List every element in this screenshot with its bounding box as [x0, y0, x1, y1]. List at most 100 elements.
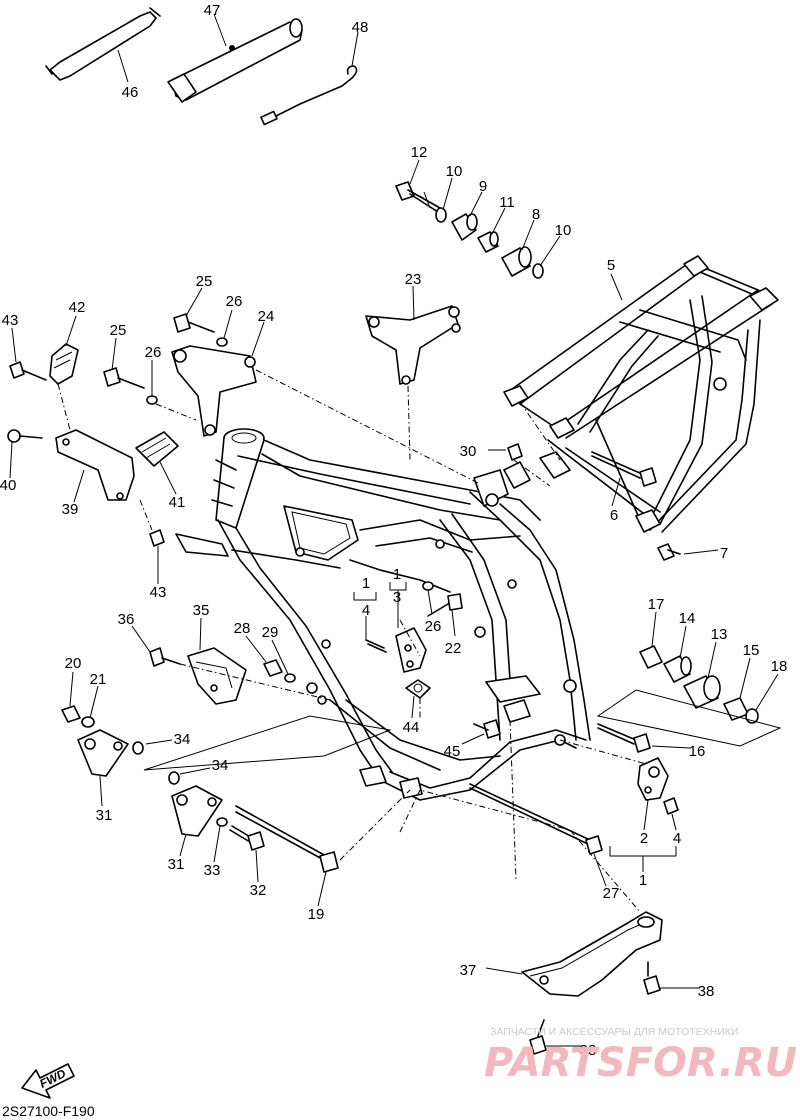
bracket-44	[405, 679, 431, 720]
fwd-arrow-icon: FWD	[21, 1063, 75, 1099]
bracket-2	[637, 757, 669, 831]
bolt-4b	[663, 797, 679, 831]
callout-c36: 36	[118, 611, 135, 628]
bolt-45	[461, 719, 501, 745]
callout-c27: 27	[603, 885, 620, 902]
callout-c9: 9	[479, 178, 487, 195]
callout-c26b: 26	[145, 344, 162, 361]
nut-17	[639, 611, 663, 669]
callout-c48: 48	[352, 19, 369, 36]
main-frame	[175, 428, 591, 801]
bolt-40	[7, 429, 43, 479]
footrest-rubber-41	[135, 431, 179, 495]
callout-c13: 13	[711, 626, 728, 643]
callout-c1b: 1	[393, 566, 401, 583]
skid-plate-37	[399, 789, 663, 997]
callout-c16: 16	[689, 743, 706, 760]
callout-c26c: 26	[425, 618, 442, 635]
bolt-43a	[9, 327, 47, 381]
washer-21	[81, 716, 95, 728]
callout-c10b: 10	[555, 222, 572, 239]
bolt-12	[395, 159, 441, 213]
callout-c47: 47	[204, 2, 221, 19]
callout-c39: 39	[62, 501, 79, 518]
callout-bracket-1	[609, 846, 677, 872]
callout-c18: 18	[771, 658, 788, 675]
callout-c30: 30	[460, 443, 477, 460]
callout-c10a: 10	[446, 163, 463, 180]
collar-14	[663, 625, 692, 683]
callout-c20: 20	[65, 655, 82, 672]
callout-c5: 5	[607, 257, 615, 274]
callout-c15: 15	[743, 642, 760, 659]
callout-c35: 35	[193, 602, 210, 619]
bolt-43b	[139, 499, 165, 584]
callout-c17: 17	[648, 596, 665, 613]
plate-31a	[77, 729, 129, 807]
bolt-38b	[529, 1019, 582, 1055]
collar-34b	[168, 767, 211, 785]
collar-9	[451, 191, 483, 241]
tool-wrench-46	[45, 7, 161, 83]
bracket-23	[365, 285, 461, 461]
bolt-7	[657, 543, 719, 561]
washer-33	[216, 817, 228, 827]
callout-c19: 19	[308, 906, 325, 923]
plate-31b	[171, 785, 223, 857]
bushing-8	[501, 219, 535, 277]
rear-subframe-5	[503, 255, 779, 533]
callout-c38a: 38	[698, 983, 715, 1000]
bushing-13	[683, 641, 721, 709]
callout-c43b: 43	[150, 584, 167, 601]
callout-c7: 7	[720, 545, 728, 562]
callout-c22: 22	[445, 640, 462, 657]
callout-c34a: 34	[174, 731, 191, 748]
footrest-42	[49, 315, 79, 431]
washer-26b	[146, 395, 158, 405]
callout-c23: 23	[405, 271, 422, 288]
callout-c43a: 43	[2, 312, 19, 329]
engine-bracket-3	[389, 582, 427, 673]
callout-c6: 6	[610, 507, 618, 524]
callout-c25b: 25	[110, 322, 127, 339]
nut-20	[61, 671, 81, 723]
callout-c8: 8	[532, 206, 540, 223]
washer-10b	[532, 263, 544, 279]
callout-c24: 24	[258, 308, 275, 325]
bolt-22	[427, 593, 463, 637]
bolt-16	[597, 723, 691, 753]
callout-c41: 41	[169, 494, 186, 511]
bolt-36	[131, 625, 181, 667]
collar-34a	[132, 739, 173, 755]
bolt-4a	[353, 592, 387, 653]
collar-11	[477, 207, 506, 253]
callout-c4b: 4	[673, 830, 681, 847]
callout-c4a: 4	[362, 602, 370, 619]
callout-c31a: 31	[96, 807, 113, 824]
washer-29	[284, 673, 296, 683]
callout-c38b: 38	[580, 1042, 597, 1059]
bracket-24	[171, 321, 481, 485]
callout-c46: 46	[122, 84, 139, 101]
callout-c25a: 25	[196, 273, 213, 290]
callout-c32: 32	[250, 882, 267, 899]
callout-c31b: 31	[168, 856, 185, 873]
bolt-25b	[103, 337, 145, 389]
callout-c1c: 1	[639, 872, 647, 889]
bolt-38a	[643, 961, 700, 995]
tool-rod-48	[260, 31, 359, 126]
callout-c21: 21	[90, 671, 107, 688]
callout-c29: 29	[262, 624, 279, 641]
callout-c34b: 34	[212, 757, 229, 774]
guard-35	[187, 617, 247, 705]
callout-c33: 33	[204, 862, 221, 879]
bolt-27	[469, 719, 647, 887]
diagram-code: 2S27100-F190	[2, 1103, 95, 1119]
washer-26a	[216, 337, 228, 347]
bolt-19	[235, 789, 411, 907]
callout-c42: 42	[69, 299, 86, 316]
callout-c11: 11	[499, 194, 515, 211]
bolt-30	[488, 443, 551, 487]
callout-c26a: 26	[226, 293, 243, 310]
